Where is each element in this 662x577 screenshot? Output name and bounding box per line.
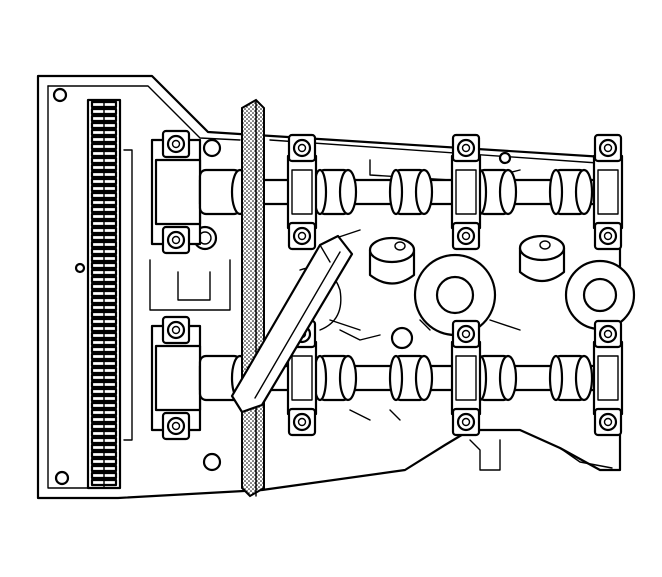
bolt xyxy=(456,226,476,246)
bolt xyxy=(456,324,476,344)
bolt-hole xyxy=(74,262,86,274)
front-bearing-cap xyxy=(154,158,202,226)
front-bearing-cap xyxy=(154,344,202,412)
tool-bar xyxy=(230,234,354,414)
bolt xyxy=(166,230,186,250)
bolt-hole xyxy=(498,151,512,165)
camshaft xyxy=(150,129,624,255)
bolt xyxy=(166,416,186,436)
bolt-hole xyxy=(54,470,70,486)
bolt xyxy=(292,138,312,158)
bolt xyxy=(598,226,618,246)
tool-plate xyxy=(241,98,265,498)
bolt xyxy=(292,412,312,432)
bolt xyxy=(292,226,312,246)
camshaft-holding-tool xyxy=(230,98,354,498)
bolt xyxy=(598,412,618,432)
bolt xyxy=(456,138,476,158)
bolt xyxy=(166,134,186,154)
bolt xyxy=(166,320,186,340)
head-details xyxy=(149,159,636,421)
bolt xyxy=(598,324,618,344)
chain-tensioner xyxy=(123,149,133,441)
bolt xyxy=(456,412,476,432)
bolt xyxy=(598,138,618,158)
timing-chain xyxy=(86,98,133,490)
bolt-hole xyxy=(202,138,222,158)
bolt-hole xyxy=(202,452,222,472)
bolt-hole xyxy=(52,87,68,103)
